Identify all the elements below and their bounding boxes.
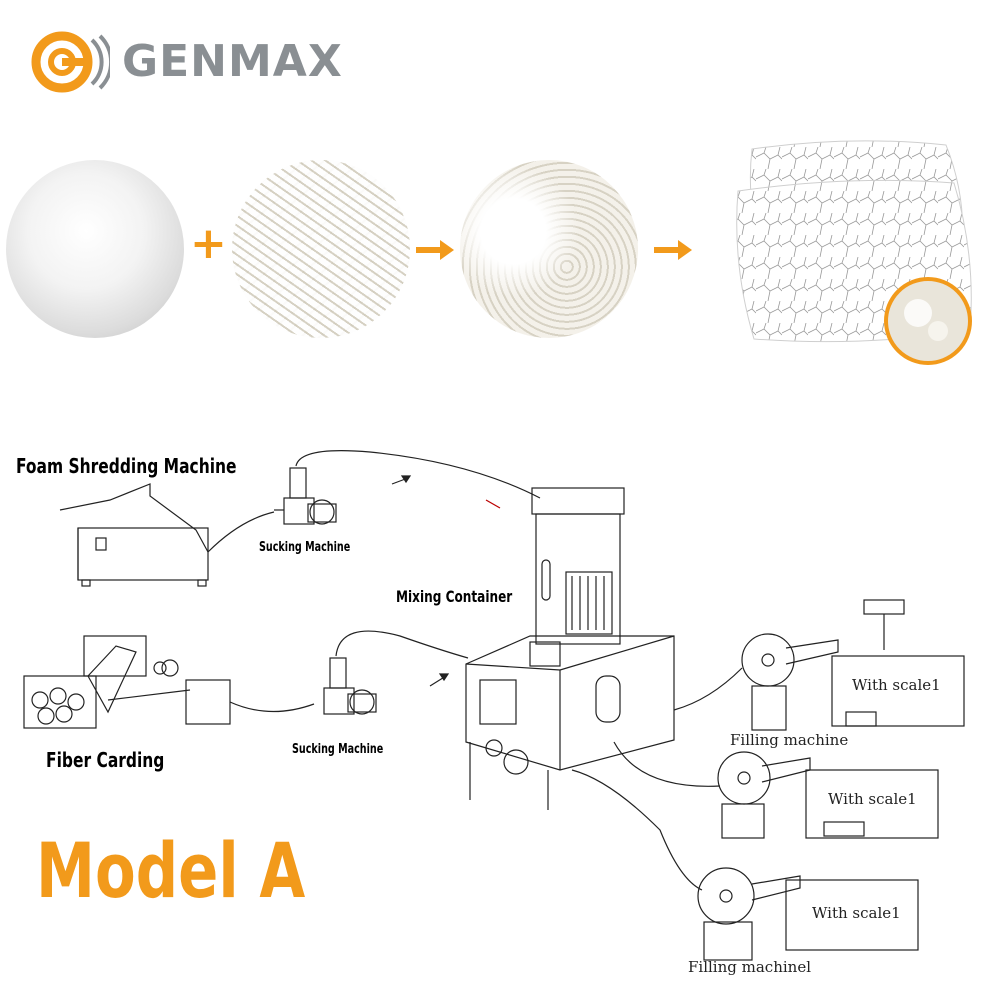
fiber-cotton-image xyxy=(6,160,184,338)
arrow-right-icon xyxy=(416,240,454,260)
model-label: Model A xyxy=(36,826,306,915)
foam-shredding-label: Foam Shredding Machine xyxy=(16,454,237,478)
scale-1-label: With scale1 xyxy=(852,676,941,694)
sucking-machine-2-drawing xyxy=(323,657,377,715)
filling-station-3-drawing xyxy=(571,769,919,961)
fiber-carding-machine-drawing xyxy=(23,635,231,729)
pillow-product-image xyxy=(736,140,972,365)
scale-3-label: With scale1 xyxy=(812,904,901,922)
filling-station-1-drawing xyxy=(673,599,965,731)
plus-icon: + xyxy=(190,218,227,269)
fiber-carding-label: Fiber Carding xyxy=(46,748,165,772)
mixing-container-label: Mixing Container xyxy=(396,587,513,606)
arrow-right-icon xyxy=(654,240,692,260)
genmax-logo-icon xyxy=(31,31,110,93)
filling-station-2-drawing xyxy=(613,711,939,839)
foam-shredding-machine-drawing xyxy=(59,483,209,587)
production-line-diagram xyxy=(23,450,965,961)
mixing-container-drawing xyxy=(465,487,675,810)
filling-machine-1-label: Filling machine xyxy=(730,731,849,749)
sucking-machine-1-drawing xyxy=(274,467,337,525)
foam-particles-image xyxy=(232,160,410,338)
mixed-filling-image xyxy=(460,160,638,338)
scale-2-label: With scale1 xyxy=(828,790,917,808)
sucking-machine-2-label: Sucking Machine xyxy=(292,742,384,757)
filling-machine-3-label: Filling machinel xyxy=(688,958,811,976)
brand-name: GENMAX xyxy=(122,36,343,87)
sucking-machine-1-label: Sucking Machine xyxy=(259,540,351,555)
